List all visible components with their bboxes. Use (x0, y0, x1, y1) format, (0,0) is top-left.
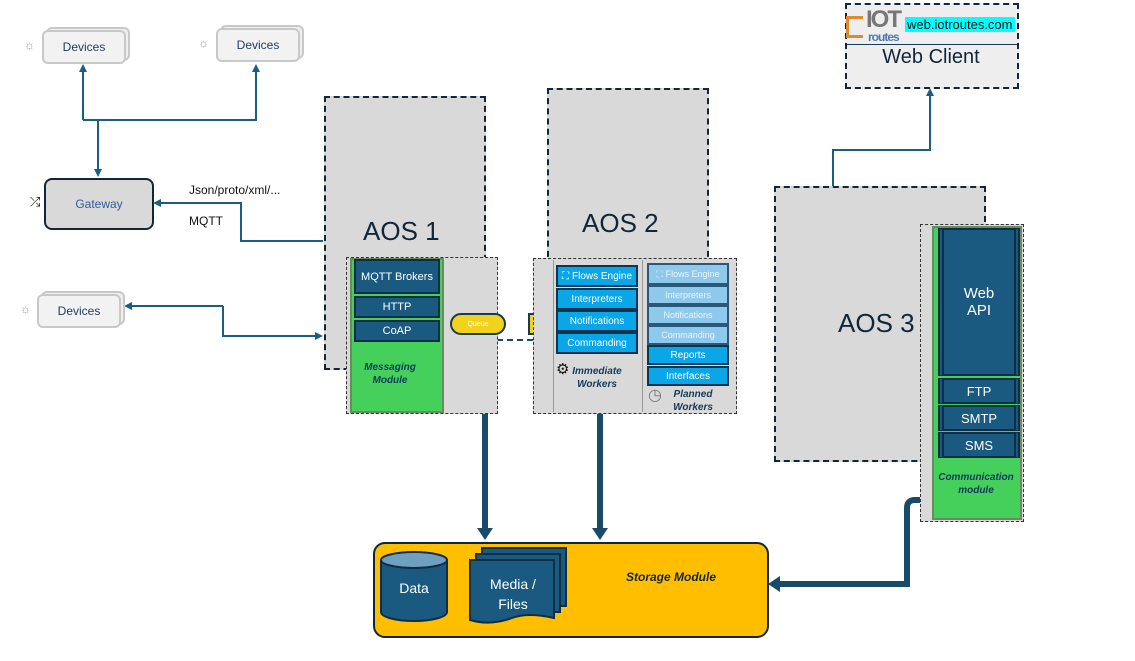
iotroutes-logo: IOT routes (846, 6, 904, 44)
flowchart-icon: ⛶ (656, 268, 663, 279)
format-label: Json/proto/xml/... (189, 183, 281, 197)
circuit-icon (846, 16, 863, 38)
sun-icon: ☼ (20, 302, 31, 316)
clock-icon: ◷ (648, 387, 662, 404)
coap-box[interactable]: CoAP (354, 320, 440, 342)
sun-icon: ☼ (198, 36, 209, 50)
devices-node[interactable]: Devices (37, 291, 125, 328)
reports-box[interactable]: Reports (647, 345, 729, 365)
url-link[interactable]: web.iotroutes.com (905, 17, 1015, 32)
data-label: Data (399, 580, 429, 596)
devices-label: Devices (42, 30, 126, 64)
messaging-module-label: Messaging Module (364, 362, 416, 386)
http-box[interactable]: HTTP (354, 296, 440, 318)
planned-flows-engine-box[interactable]: ⛶Flows Engine (647, 263, 729, 285)
notifications-box[interactable]: Notifications (556, 310, 638, 332)
sms-box[interactable]: SMS (938, 432, 1020, 458)
commanding-box[interactable]: Commanding (556, 332, 638, 354)
shuffle-icon: ⤮ (30, 194, 41, 209)
protocol-label: MQTT (189, 214, 223, 228)
storage-module-label: Storage Module (626, 570, 717, 584)
planned-notifications-box[interactable]: Notifications (647, 305, 729, 325)
wire-gateway-aos1 (153, 199, 323, 242)
gears-icon: ⚙ (556, 361, 570, 378)
ftp-box[interactable]: FTP (938, 378, 1020, 404)
immediate-workers-label: Immediate Workers (572, 366, 622, 390)
web-client-divider (847, 44, 1017, 45)
planned-interpreters-box[interactable]: Interpreters (647, 285, 729, 305)
media-files-label: Media / Files (490, 576, 536, 612)
data-cylinder[interactable] (379, 550, 449, 625)
flows-engine-box[interactable]: ⛶Flows Engine (556, 265, 638, 287)
gateway-label: Gateway (75, 197, 123, 211)
flowchart-icon: ⛶ (561, 270, 569, 282)
aos1-title: AOS 1 (363, 216, 440, 246)
queue-pill[interactable]: Queue (450, 313, 506, 335)
web-client-title: Web Client (882, 46, 980, 68)
devices-label: Devices (37, 294, 121, 328)
devices-label: Devices (216, 28, 300, 62)
planned-workers-label: Planned Workers (673, 389, 713, 413)
smtp-box[interactable]: SMTP (938, 405, 1020, 431)
interfaces-box[interactable]: Interfaces (647, 366, 729, 386)
wire-device2 (83, 64, 260, 121)
mqtt-brokers-box[interactable]: MQTT Brokers (354, 259, 440, 294)
aos2-container[interactable] (547, 88, 709, 267)
devices-node[interactable]: Devices (42, 27, 130, 64)
interpreters-box[interactable]: Interpreters (556, 288, 638, 310)
communication-module-label: Communication module (938, 472, 1014, 496)
planned-commanding-box[interactable]: Commanding (647, 325, 729, 345)
media-files-icon[interactable] (468, 546, 570, 626)
gateway-node[interactable]: Gateway (44, 178, 154, 230)
immediate-workers-panel (553, 260, 643, 412)
wire-aos3-webclient (832, 88, 934, 186)
devices-node[interactable]: Devices (216, 25, 304, 62)
web-api-box[interactable]: Web API (938, 228, 1020, 376)
wire-storage-comm (778, 497, 922, 587)
aos2-title: AOS 2 (582, 208, 659, 238)
sun-icon: ☼ (24, 38, 35, 52)
aos3-title: AOS 3 (838, 308, 915, 338)
wire-device3-aos1 (222, 306, 323, 340)
